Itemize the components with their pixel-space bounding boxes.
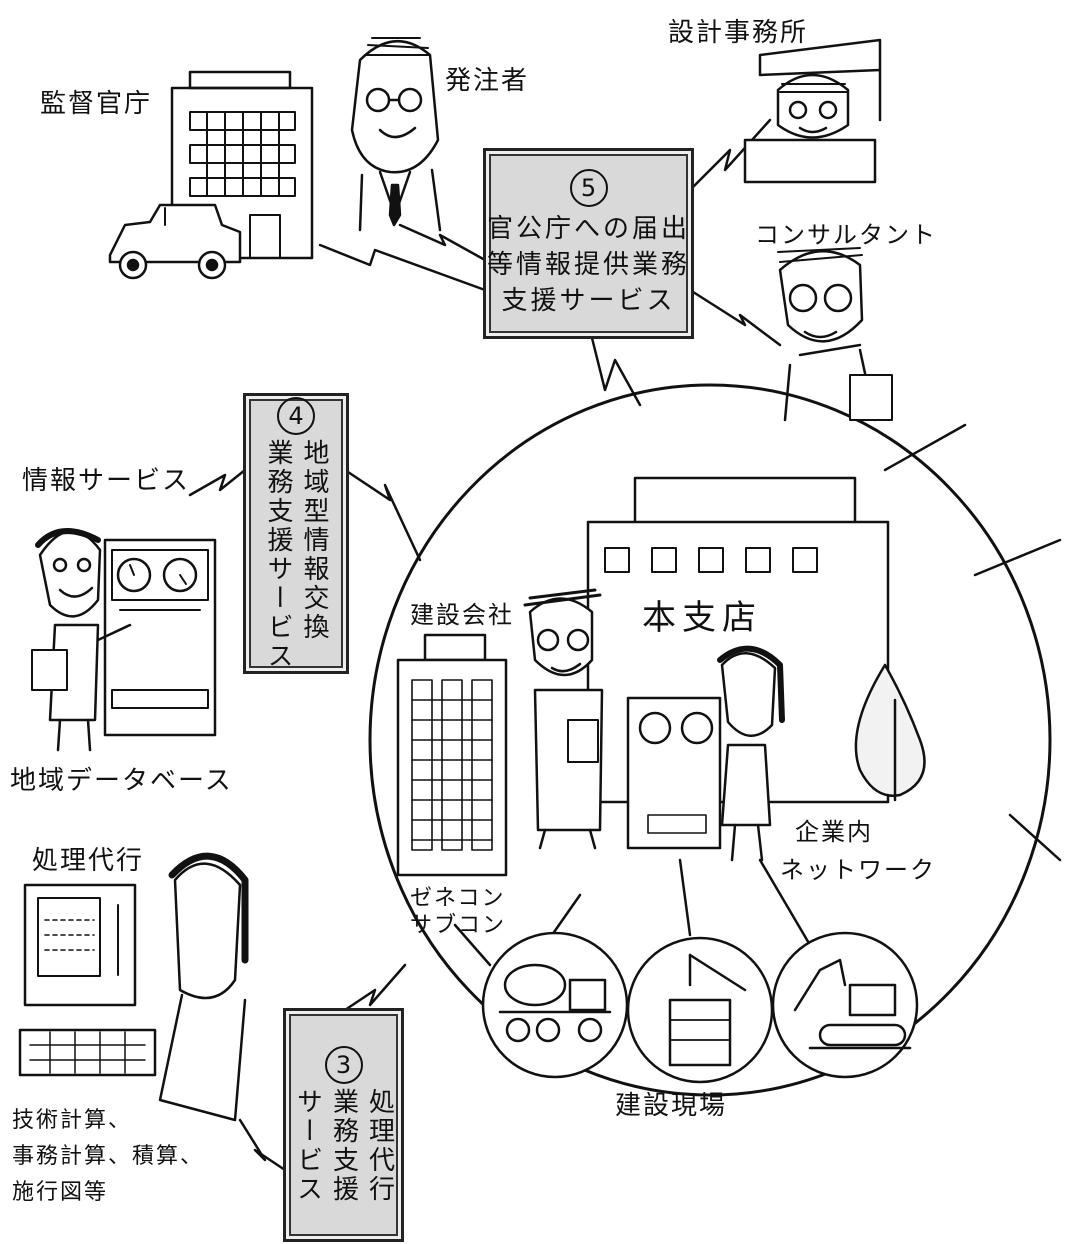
processing-agency-illustration [18, 852, 249, 1122]
consultant-illustration [777, 247, 893, 422]
service-number-5: 5 [569, 168, 608, 207]
link-hatchusha [398, 223, 487, 262]
link-site-2 [678, 858, 692, 937]
service-number-3: 3 [324, 1046, 363, 1084]
label-technical-calc-3: 施行図等 [12, 1180, 109, 1205]
label-technical-calc-1: 技術計算、 [12, 1108, 133, 1133]
head-office-illustration [523, 476, 926, 862]
client-person-illustration [350, 37, 442, 232]
service-box-5: 5 官公庁への届出 等情報提供業務 支援サービス [483, 148, 694, 339]
label-info-service: 情報サービス [22, 466, 191, 496]
link-shori [238, 1118, 287, 1172]
service-box-3: 3 処理代行 業務支援 サービス [283, 1008, 404, 1242]
service-5-line-3: 支援サービス [501, 285, 676, 316]
label-consultant: コンサルタント [755, 221, 937, 249]
label-head-branch-office: 本支店 [642, 598, 762, 638]
label-intranet-1: 企業内 [795, 818, 873, 846]
design-office-illustration [743, 38, 882, 184]
network-circle [368, 383, 1052, 1097]
link-company-site [453, 923, 492, 967]
label-government-office: 監督官庁 [40, 89, 153, 119]
label-technical-calc-2: 事務計算、積算、 [12, 1144, 205, 1169]
service-number-4: 4 [277, 396, 315, 435]
label-regional-database: 地域データベース [10, 766, 233, 796]
label-intranet-2: ネットワーク [780, 856, 936, 884]
service-3-line-2: 業務支援 [328, 1088, 359, 1204]
construction-company-illustration [396, 633, 508, 877]
construction-site-illustration [481, 931, 919, 1084]
label-design-office: 設計事務所 [668, 18, 809, 48]
service-5-line-2: 等情報提供業務 [486, 249, 690, 280]
service-box-4: 4 地域型情報交換 業務支援サービス [243, 393, 349, 674]
government-office-illustration [108, 70, 314, 280]
link-joho [188, 468, 247, 497]
service-3-line-3: サービス [292, 1088, 323, 1204]
service-4-line-2: 業務支援サービス [263, 438, 293, 671]
link-kantoku [318, 243, 487, 292]
service-4-line-1: 地域型情報交換 [299, 438, 329, 642]
info-service-illustration [31, 528, 217, 752]
label-construction-company: 建設会社 [410, 601, 514, 629]
link-box5-circle [588, 328, 642, 407]
label-client: 発注者 [445, 66, 530, 96]
network-spokes [883, 423, 1062, 862]
link-consultant [688, 288, 782, 347]
label-construction-site: 建設現場 [615, 1091, 728, 1121]
label-processing-agency: 処理代行 [32, 846, 145, 876]
link-site-3 [758, 858, 812, 947]
label-subcon: サブコン [410, 913, 507, 938]
service-5-line-1: 官公庁への届出 [486, 213, 690, 244]
link-box3 [343, 963, 407, 1012]
service-3-line-1: 処理代行 [364, 1088, 395, 1204]
label-genecon: ゼネコン [410, 886, 506, 911]
link-box4-circle [343, 468, 422, 562]
